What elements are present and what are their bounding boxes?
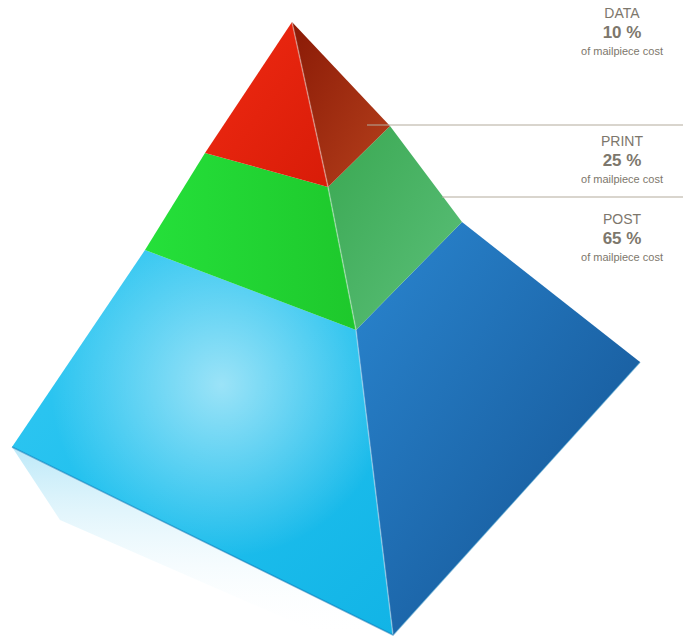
label-group: POST65 %of mailpiece cost [567,210,677,264]
category-heading: PRINT [567,132,677,150]
leader-line [367,125,683,126]
percent-value: 10 % [567,22,677,44]
cost-note: of mailpiece cost [567,172,677,186]
percent-value: 25 % [567,150,677,172]
cost-note: of mailpiece cost [567,44,677,58]
label-group: DATA10 %of mailpiece cost [567,4,677,58]
label-group: PRINT25 %of mailpiece cost [567,132,677,186]
percent-value: 65 % [567,228,677,250]
category-heading: POST [567,210,677,228]
leader-line [442,197,683,198]
cost-note: of mailpiece cost [567,250,677,264]
category-heading: DATA [567,4,677,22]
